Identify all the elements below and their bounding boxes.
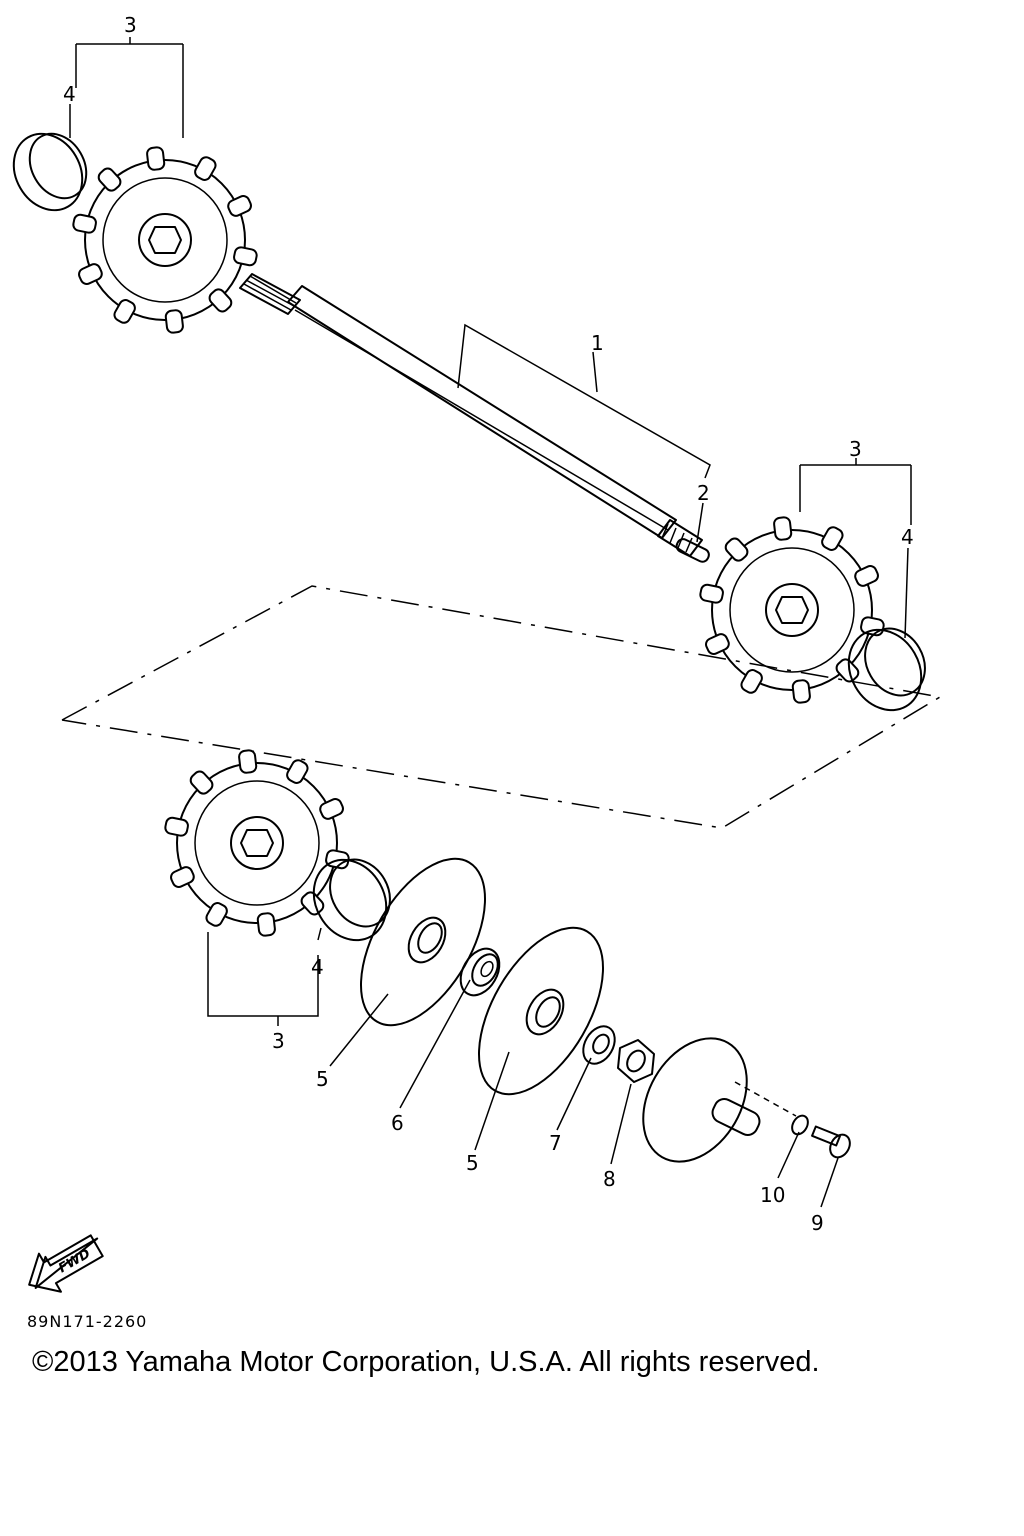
copyright-notice: ©2013 Yamaha Motor Corporation, U.S.A. A… (32, 1346, 820, 1378)
callout-1: 1 (591, 331, 604, 355)
callout-4-top-left: 4 (63, 82, 76, 106)
sprocket-tooth (705, 633, 730, 655)
callout-3-lower: 3 (272, 1029, 285, 1053)
sprocket-tooth (194, 156, 217, 181)
hub-flange (642, 1037, 797, 1163)
sprocket-tooth (256, 912, 276, 937)
sprocket-tooth (164, 816, 189, 837)
axle-spline (239, 273, 301, 315)
sprocket-tooth (233, 246, 258, 267)
drawing-code: 89N171-2260 (27, 1312, 148, 1331)
callout-3-top-left: 3 (124, 13, 137, 37)
callout-5-left: 5 (316, 1067, 329, 1091)
sprocket-tooth (724, 537, 749, 562)
sprocket-tooth (113, 299, 136, 324)
sprocket-upper-right (711, 529, 873, 691)
sprocket-tooth (72, 213, 97, 234)
washer (582, 1025, 616, 1065)
callout-3-right: 3 (849, 437, 862, 461)
sprocket-tooth (170, 866, 195, 888)
sprocket-tooth (740, 669, 763, 694)
sprocket-upper-left (84, 159, 246, 321)
sprocket-tooth (699, 583, 724, 604)
sprocket-tooth (835, 658, 860, 683)
sprocket-tooth (791, 679, 811, 704)
sprocket-tooth (773, 516, 793, 541)
plate-right (478, 926, 604, 1096)
sprocket-tooth (319, 798, 344, 820)
sprocket-tooth (208, 288, 233, 313)
callout-7: 7 (549, 1131, 562, 1155)
fwd-arrow: FWD (28, 1234, 104, 1293)
sprocket-tooth (238, 749, 258, 774)
sprocket-tooth (854, 565, 879, 587)
sprocket-tooth (227, 195, 252, 217)
callout-4-right: 4 (901, 525, 914, 549)
sprocket-tooth (821, 526, 844, 551)
sprocket-tooth (286, 759, 309, 784)
leader-lines (69, 37, 912, 1208)
sprocket-lower (176, 762, 338, 924)
callout-8: 8 (603, 1167, 616, 1191)
sprocket-tooth (164, 309, 184, 334)
nut (617, 1039, 655, 1083)
callout-10: 10 (760, 1183, 785, 1207)
drive-axle (239, 273, 703, 557)
lock-washer (791, 1114, 809, 1136)
sprocket-tooth (146, 146, 166, 171)
plate-left (360, 857, 486, 1027)
sprocket-tooth (205, 902, 228, 927)
callout-6: 6 (391, 1111, 404, 1135)
callout-9: 9 (811, 1211, 824, 1235)
collar-lower (312, 858, 391, 942)
callout-labels: 1 2 3 3 3 4 4 4 5 5 6 7 8 9 10 (63, 13, 914, 1235)
sprocket-tooth (78, 263, 103, 285)
callout-2: 2 (697, 481, 710, 505)
pin (675, 538, 710, 563)
sprocket-tooth (189, 770, 214, 795)
collar-upper-left (12, 132, 88, 212)
callout-4-lower: 4 (311, 955, 324, 979)
sprocket-teeth (72, 146, 885, 937)
bearing (459, 947, 501, 997)
bolt (811, 1125, 851, 1159)
callout-5-right: 5 (466, 1151, 479, 1175)
sprocket-tooth (300, 891, 325, 916)
assembly-outline (61, 585, 943, 829)
sprocket-tooth (97, 167, 122, 192)
